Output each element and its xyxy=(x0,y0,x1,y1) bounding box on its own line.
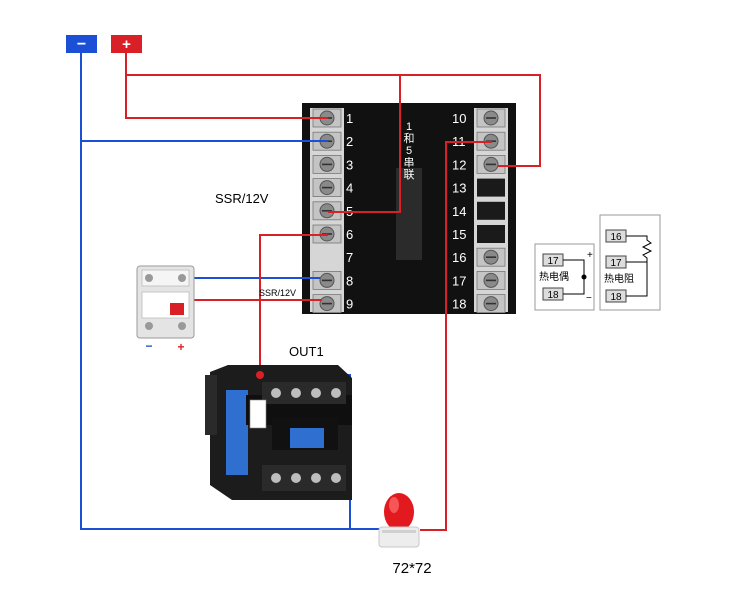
left-terminal-number-3: 3 xyxy=(346,157,353,172)
center-note-char: 联 xyxy=(404,168,415,181)
rtd-terminal-17: 17 xyxy=(610,258,622,269)
right-terminal-number-17: 17 xyxy=(452,273,466,288)
contactor-blue-panel xyxy=(226,390,248,475)
terminal-screw-16 xyxy=(476,247,506,267)
tc-minus: − xyxy=(586,293,592,304)
ssr-plus-label: + xyxy=(177,340,184,354)
empty-terminal-14 xyxy=(477,201,505,220)
terminal-screw-4 xyxy=(312,178,342,198)
right-terminal-number-15: 15 xyxy=(452,227,466,242)
empty-terminal-13 xyxy=(477,178,505,197)
contactor-top-terminals xyxy=(262,382,346,404)
positive-label: + xyxy=(122,36,131,53)
tc-terminal-18: 18 xyxy=(547,290,559,301)
out1-label: OUT1 xyxy=(289,344,324,359)
right-terminal-number-10: 10 xyxy=(452,111,466,126)
positive-wires xyxy=(125,53,541,531)
left-terminal-number-2: 2 xyxy=(346,134,353,149)
ssr-main-label: SSR/12V xyxy=(215,191,269,206)
rtd-name: 热电阻 xyxy=(604,272,634,285)
terminal-screw-5 xyxy=(312,201,342,221)
rtd-terminal-18: 18 xyxy=(610,292,622,303)
left-terminal-number-1: 1 xyxy=(346,111,353,126)
terminal-screw-17 xyxy=(476,270,506,290)
power-negative-badge: − xyxy=(66,35,97,53)
thermocouple-legend: 17 18 热电偶 + − xyxy=(534,243,595,311)
power-positive-badge: + xyxy=(111,35,142,53)
contactor xyxy=(205,365,352,500)
wire-11-to-lamp xyxy=(420,141,492,531)
terminal-screw-3 xyxy=(312,154,342,174)
contactor-blue-window xyxy=(290,428,324,448)
contactor-coil-plus-terminal xyxy=(256,371,264,379)
center-note-char: 和 xyxy=(404,132,415,145)
terminal-screw-9 xyxy=(312,294,342,314)
ssr-minus-label: − xyxy=(145,339,152,353)
size-label: 72*72 xyxy=(392,560,431,577)
negative-bus-wire xyxy=(80,53,400,530)
rtd-legend: 16 17 18 热电阻 xyxy=(599,214,661,311)
wire-pos-to-terminal-1 xyxy=(125,53,328,119)
alarm-lamp xyxy=(378,493,420,548)
terminal-screw-8 xyxy=(312,270,342,290)
center-note-char: 串 xyxy=(404,156,415,169)
right-terminal-number-13: 13 xyxy=(452,181,466,196)
empty-terminal-15 xyxy=(477,225,505,243)
ssr-module xyxy=(136,265,195,339)
center-note-char: 5 xyxy=(406,145,412,157)
negative-label: − xyxy=(77,36,86,53)
left-terminal-number-4: 4 xyxy=(346,181,353,196)
left-terminal-number-6: 6 xyxy=(346,227,353,242)
tc-name: 热电偶 xyxy=(539,270,569,283)
resistor-symbol-icon xyxy=(626,235,653,263)
terminal-screw-12 xyxy=(476,154,506,174)
right-terminal-number-14: 14 xyxy=(452,204,466,219)
terminal-screw-18 xyxy=(476,294,506,314)
terminal-screw-10 xyxy=(476,108,506,128)
center-note-char: 1 xyxy=(406,121,412,133)
left-terminal-number-9: 9 xyxy=(346,297,353,312)
rtd-terminal-16: 16 xyxy=(610,232,622,243)
right-terminal-number-16: 16 xyxy=(452,250,466,265)
wire-6-to-contactor xyxy=(259,234,328,375)
tc-plus: + xyxy=(587,250,593,261)
left-terminal-number-8: 8 xyxy=(346,273,353,288)
wire-5-link xyxy=(328,75,401,213)
wire-pos-to-terminal-12 xyxy=(126,74,541,167)
right-terminal-number-18: 18 xyxy=(452,297,466,312)
tc-terminal-17: 17 xyxy=(547,256,559,267)
ssr-red-indicator xyxy=(170,303,184,315)
right-terminal-number-12: 12 xyxy=(452,157,466,172)
left-terminal-number-7: 7 xyxy=(346,250,353,265)
ssr-small-label: SSR/12V xyxy=(259,288,296,298)
